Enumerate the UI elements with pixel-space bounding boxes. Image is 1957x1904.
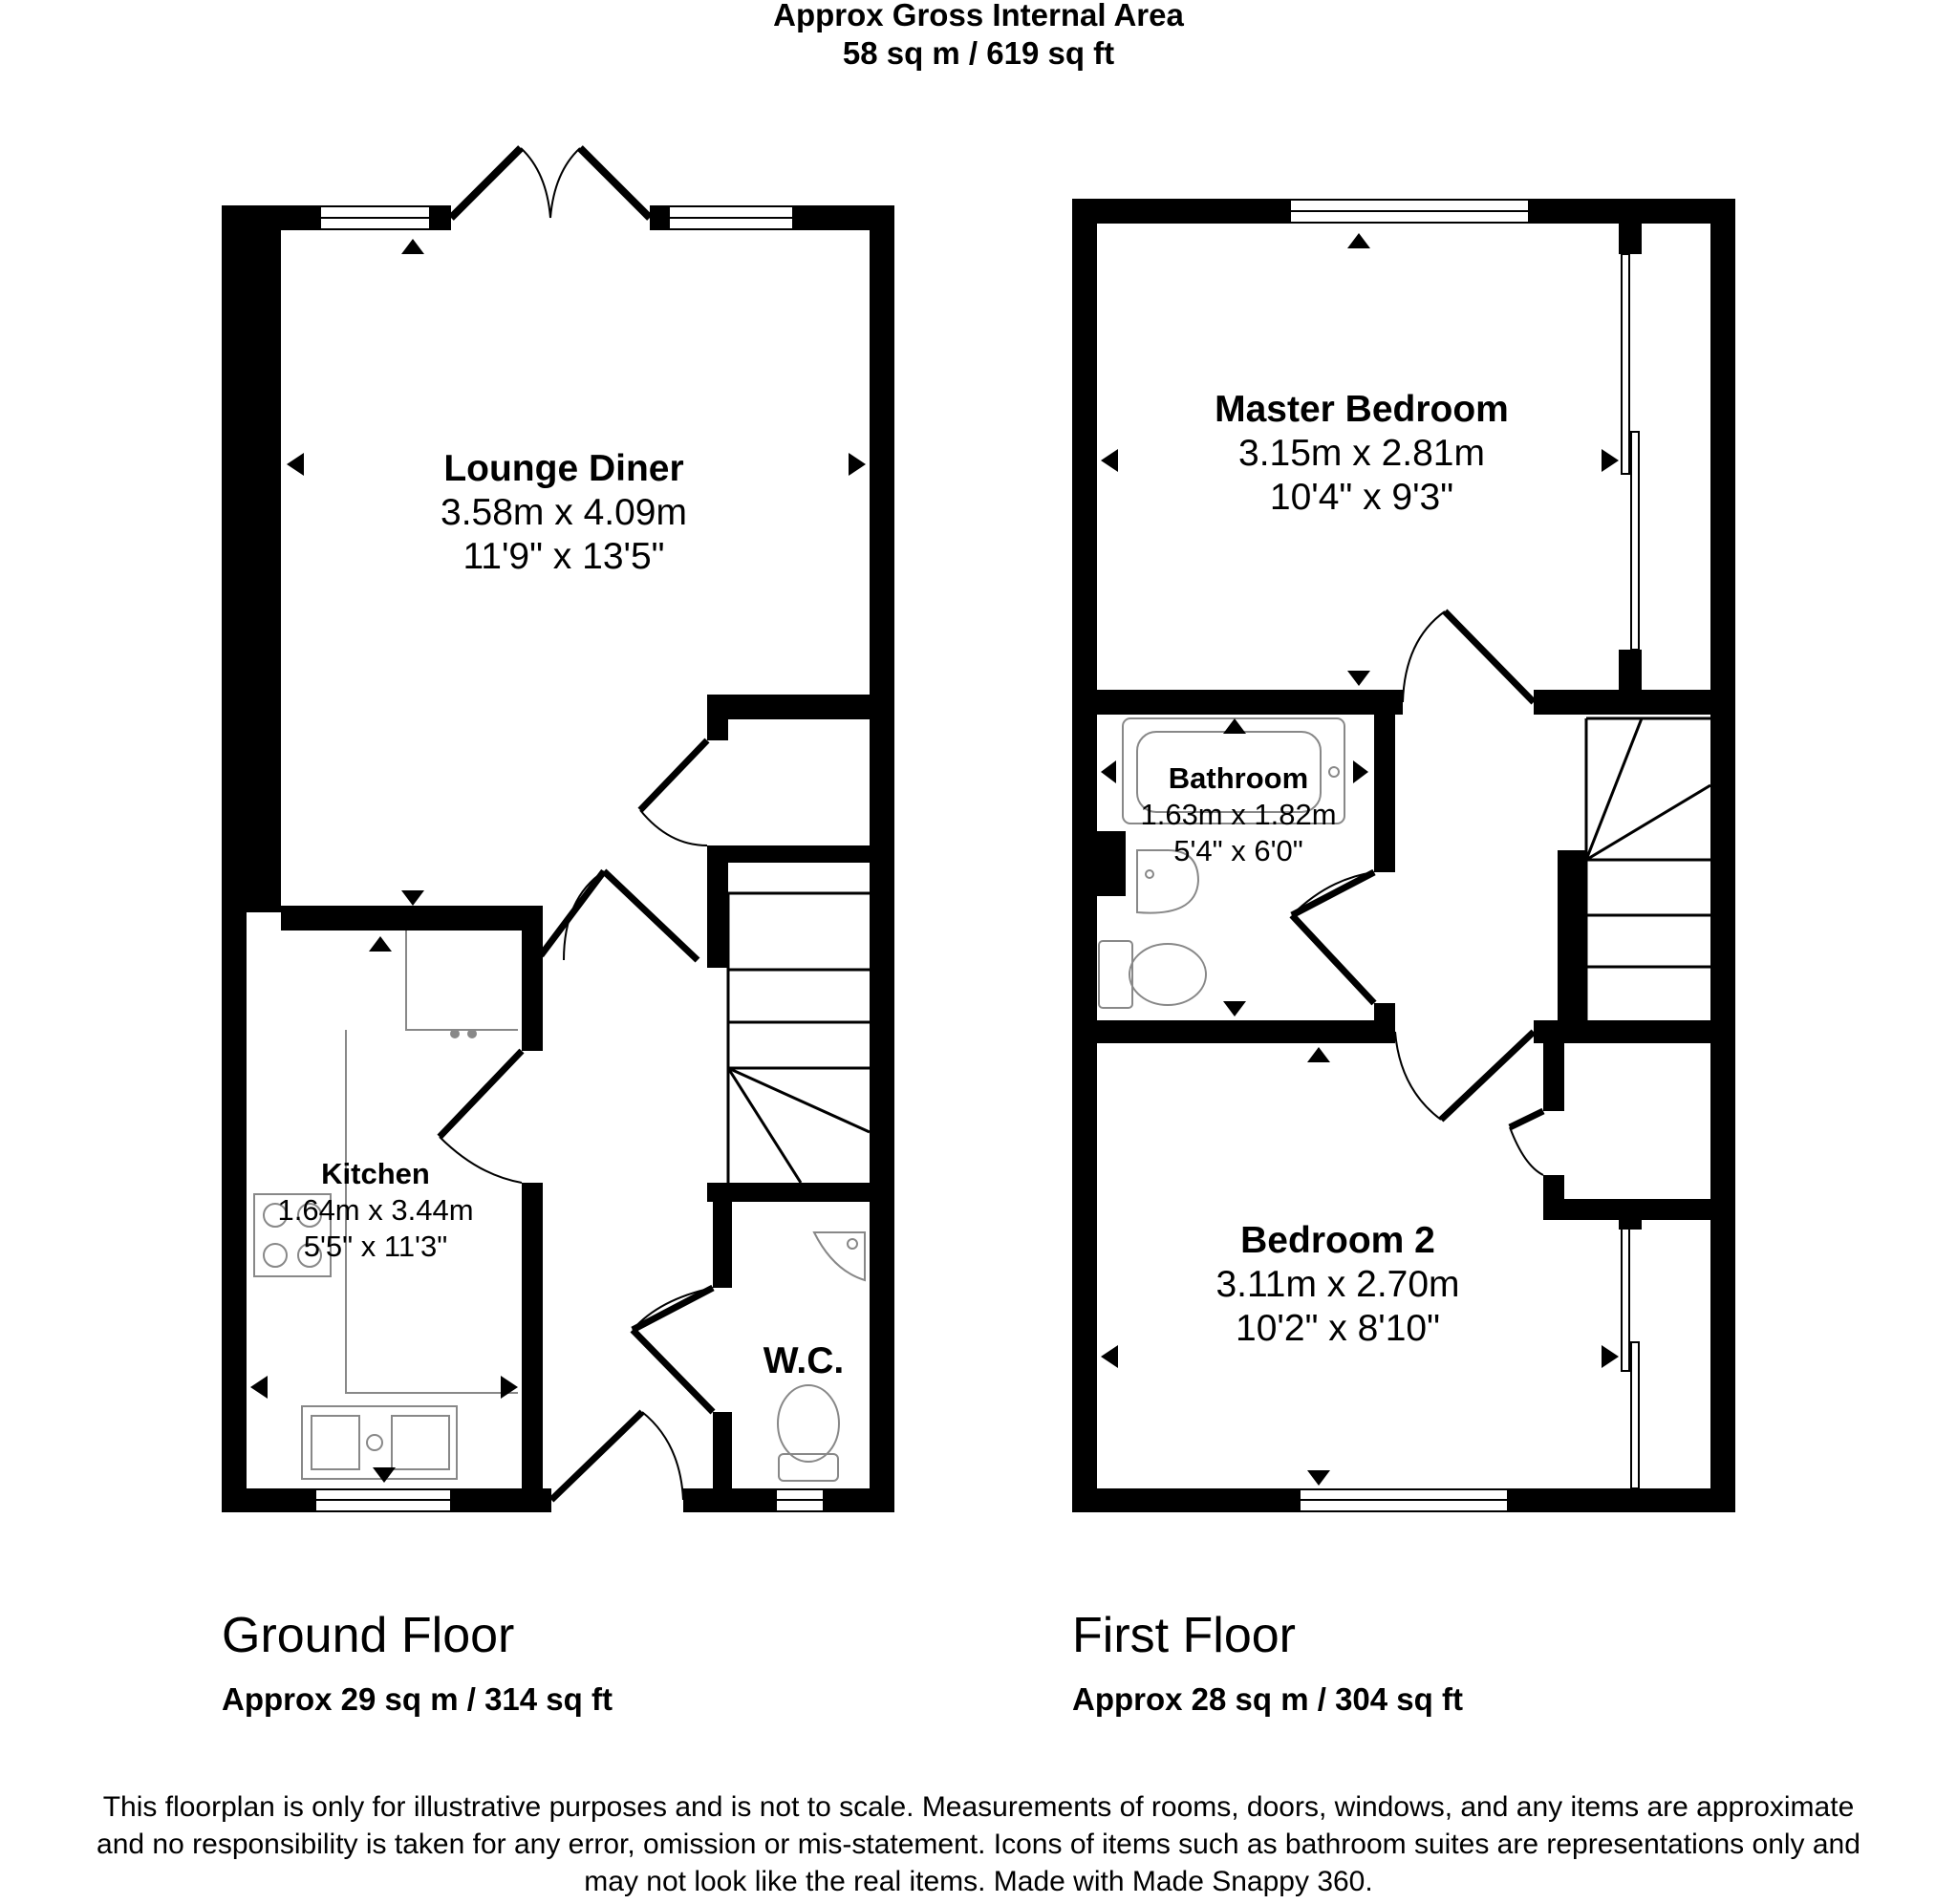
kitchen-sink: [301, 1405, 458, 1480]
bathroom-label: Bathroom 1.63m x 1.82m 5'4" x 6'0": [1114, 760, 1363, 869]
wc-wall-west-lower: [713, 1412, 732, 1512]
room-name: Bathroom: [1168, 761, 1309, 795]
gross-area-value: 58 sq m / 619 sq ft: [842, 35, 1115, 71]
room-imperial: 5'5" x 11'3": [303, 1230, 448, 1263]
room-name: W.C.: [763, 1340, 845, 1381]
room-metric: 3.58m x 4.09m: [441, 492, 687, 533]
first-wall-west: [1072, 199, 1097, 1512]
dimension-arrows: [250, 233, 1619, 1486]
hall-west-wall-upper: [522, 906, 543, 1051]
master-south-wall: [1097, 690, 1403, 715]
first-floor-title: First Floor: [1072, 1608, 1296, 1663]
ground-floor-plan: [222, 145, 894, 1512]
gross-area-heading: Approx Gross Internal Area: [773, 0, 1184, 32]
disclaimer: This floorplan is only for illustrative …: [0, 1788, 1957, 1900]
room-imperial: 11'9" x 13'5": [462, 536, 665, 577]
room-metric: 3.11m x 2.70m: [1215, 1264, 1460, 1305]
wc-label: W.C.: [742, 1339, 866, 1383]
ground-floor-title: Ground Floor: [222, 1608, 515, 1663]
hob: [253, 1193, 332, 1277]
room-name: Lounge Diner: [443, 448, 684, 489]
disclaimer-line: and no responsibility is taken for any e…: [97, 1829, 1860, 1860]
bathroom-fittings: [1098, 717, 1345, 1009]
kitchen-fittings: [253, 931, 518, 1480]
room-metric: 1.64m x 3.44m: [277, 1193, 474, 1227]
disclaimer-line: This floorplan is only for illustrative …: [102, 1791, 1855, 1823]
stair-wall-south: [707, 1183, 894, 1202]
disclaimer-line: may not look like the real items. Made w…: [584, 1866, 1373, 1897]
kitchen-appliance-dots: [450, 1029, 477, 1038]
wardrobe-wall-bottom: [1619, 650, 1642, 690]
master-bedroom-label: Master Bedroom 3.15m x 2.81m 10'4" x 9'3…: [1185, 388, 1538, 520]
room-imperial: 5'4" x 6'0": [1173, 834, 1303, 867]
room-metric: 1.63m x 1.82m: [1140, 798, 1337, 831]
wc-wall-west-upper: [713, 1202, 732, 1288]
stair-wall-west: [707, 845, 728, 968]
kitchen-label: Kitchen 1.64m x 3.44m 5'5" x 11'3": [250, 1156, 501, 1265]
cupboard-south-wall: [1543, 1199, 1710, 1220]
bathroom-chimney: [1097, 831, 1126, 896]
cupboard-wall-left: [707, 695, 728, 740]
cupboard-wall-top: [707, 695, 894, 719]
room-imperial: 10'2" x 8'10": [1236, 1308, 1440, 1349]
wc-fittings: [777, 1231, 866, 1482]
ground-wall-west: [222, 205, 281, 912]
wardrobe-wall-top: [1619, 224, 1642, 254]
lounge-south-wall: [281, 906, 541, 931]
french-doors: [448, 145, 653, 221]
ground-door-swings: [437, 738, 716, 1503]
cupboard-wall-bottom: [707, 845, 894, 863]
room-metric: 3.15m x 2.81m: [1238, 433, 1485, 474]
cupboard-west-wall-upper: [1543, 1020, 1564, 1111]
bathroom-south-wall: [1097, 1020, 1395, 1043]
first-door-swings: [1289, 609, 1545, 1176]
lounge-diner-label: Lounge Diner 3.58m x 4.09m 11'9" x 13'5": [392, 447, 736, 579]
ground-stairs: [726, 891, 871, 1184]
room-name: Bedroom 2: [1240, 1220, 1435, 1261]
bathroom-east-wall: [1374, 715, 1395, 872]
room-name: Master Bedroom: [1215, 389, 1509, 430]
first-floor-plan: [1072, 199, 1735, 1512]
wardrobe-doors: [1621, 253, 1640, 1489]
room-imperial: 10'4" x 9'3": [1269, 477, 1454, 518]
master-south-wall-right: [1534, 690, 1710, 715]
first-stairs: [1584, 717, 1711, 1020]
ground-wall-west-kitchen: [222, 912, 247, 1512]
first-wall-east: [1710, 199, 1735, 1512]
hall-west-wall-lower: [522, 1183, 543, 1512]
landing-stair-wall: [1558, 850, 1586, 1020]
ground-floor-area: Approx 29 sq m / 314 sq ft: [222, 1681, 613, 1717]
bedroom-2-label: Bedroom 2 3.11m x 2.70m 10'2" x 8'10": [1175, 1219, 1500, 1351]
first-floor-area: Approx 28 sq m / 304 sq ft: [1072, 1681, 1463, 1717]
room-name: Kitchen: [321, 1157, 430, 1190]
